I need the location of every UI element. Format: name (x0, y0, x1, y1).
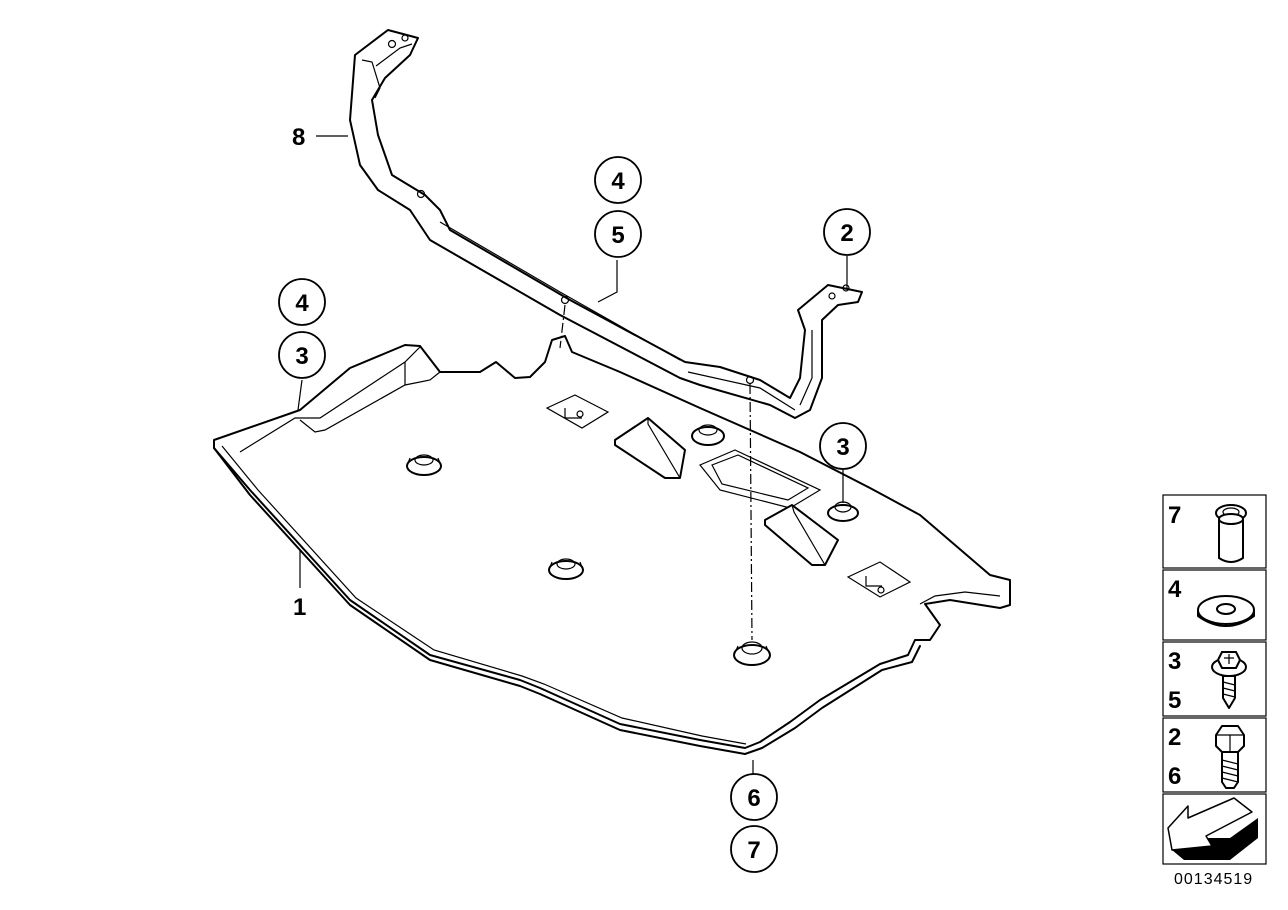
leader-lines (297, 135, 848, 774)
grommet (406, 454, 442, 476)
callout-label: 4 (611, 168, 625, 195)
callout-label: 7 (747, 837, 760, 864)
support-bracket (349, 29, 863, 419)
legend-label: 6 (1168, 763, 1181, 790)
direction-arrow-icon (1167, 797, 1258, 860)
callout-label: 3 (295, 343, 308, 370)
grommet (733, 641, 771, 666)
underbody-panel (213, 335, 1011, 755)
legend-row-2-6 (1162, 717, 1267, 793)
callout-upper-5: 5 (594, 210, 642, 258)
callout-bottom-6: 6 (730, 773, 778, 821)
legend-row-3-5 (1162, 641, 1267, 717)
legend-row-7 (1162, 494, 1267, 569)
callout-label: 4 (295, 290, 309, 317)
grommet (548, 558, 584, 580)
callout-label: 5 (611, 222, 624, 249)
callout-left-4: 4 (278, 278, 326, 326)
legend-label: 7 (1168, 502, 1181, 529)
fastener-legend: 7 4 3 5 2 6 (1162, 494, 1267, 865)
callout-label: 6 (747, 785, 760, 812)
legend-label: 4 (1168, 576, 1182, 603)
grommet (827, 501, 859, 522)
legend-label: 5 (1168, 687, 1181, 714)
callout-right-3: 3 (819, 422, 867, 470)
drawing-number: 00134519 (1174, 871, 1253, 888)
callout-bottom-7: 7 (730, 825, 778, 873)
callout-label: 2 (840, 220, 853, 247)
legend-label: 3 (1168, 648, 1181, 675)
callout-left-3: 3 (278, 331, 326, 379)
grommet (691, 424, 725, 446)
hex-bolt-icon (1215, 725, 1245, 789)
flange-screw-icon (1211, 651, 1247, 709)
callout-right-2: 2 (823, 208, 871, 256)
washer-icon (1197, 595, 1255, 627)
legend-label: 2 (1168, 724, 1181, 751)
part-label-1: 1 (293, 594, 306, 621)
rivet-nut-icon (1215, 504, 1247, 563)
callout-label: 3 (836, 434, 849, 461)
part-label-8: 8 (292, 124, 305, 151)
callout-upper-4: 4 (594, 156, 642, 204)
